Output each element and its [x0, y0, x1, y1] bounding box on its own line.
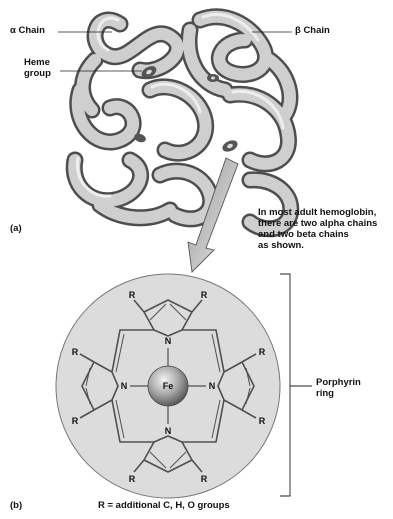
- nitrogen-label-top: N: [165, 336, 172, 346]
- r-group-label: R: [72, 347, 79, 357]
- footnote: R = additional C, H, O groups: [98, 501, 230, 512]
- porphyrin-ring-label: Porphyrin ring: [316, 378, 361, 400]
- r-group-label: R: [201, 290, 208, 300]
- hemoglobin-protein-model: [74, 15, 291, 229]
- porphyrin-ring-diagram: Fe N N N N R R R R R R R R: [56, 274, 280, 498]
- r-group-label: R: [259, 347, 266, 357]
- nitrogen-label-right: N: [209, 381, 216, 391]
- r-group-label: R: [201, 474, 208, 484]
- panel-a-label: (a): [10, 224, 22, 235]
- panel-b-label: (b): [10, 501, 22, 512]
- heme-group-label: Heme group: [24, 58, 51, 80]
- r-group-label: R: [129, 290, 136, 300]
- r-group-label: R: [72, 416, 79, 426]
- note-line: as shown.: [258, 241, 377, 252]
- r-group-label: R: [129, 474, 136, 484]
- r-group-label: R: [259, 416, 266, 426]
- nitrogen-label-bottom: N: [165, 426, 172, 436]
- porphyrin-bracket: [280, 274, 312, 496]
- heme-group-label-line2: group: [24, 69, 51, 80]
- hemoglobin-note: In most adult hemoglobin, there are two …: [258, 208, 377, 252]
- porphyrin-label-line2: ring: [316, 389, 361, 400]
- beta-chain-label: β Chain: [295, 26, 330, 37]
- alpha-chain-label: α Chain: [10, 26, 45, 37]
- iron-label: Fe: [163, 381, 174, 391]
- nitrogen-label-left: N: [121, 381, 128, 391]
